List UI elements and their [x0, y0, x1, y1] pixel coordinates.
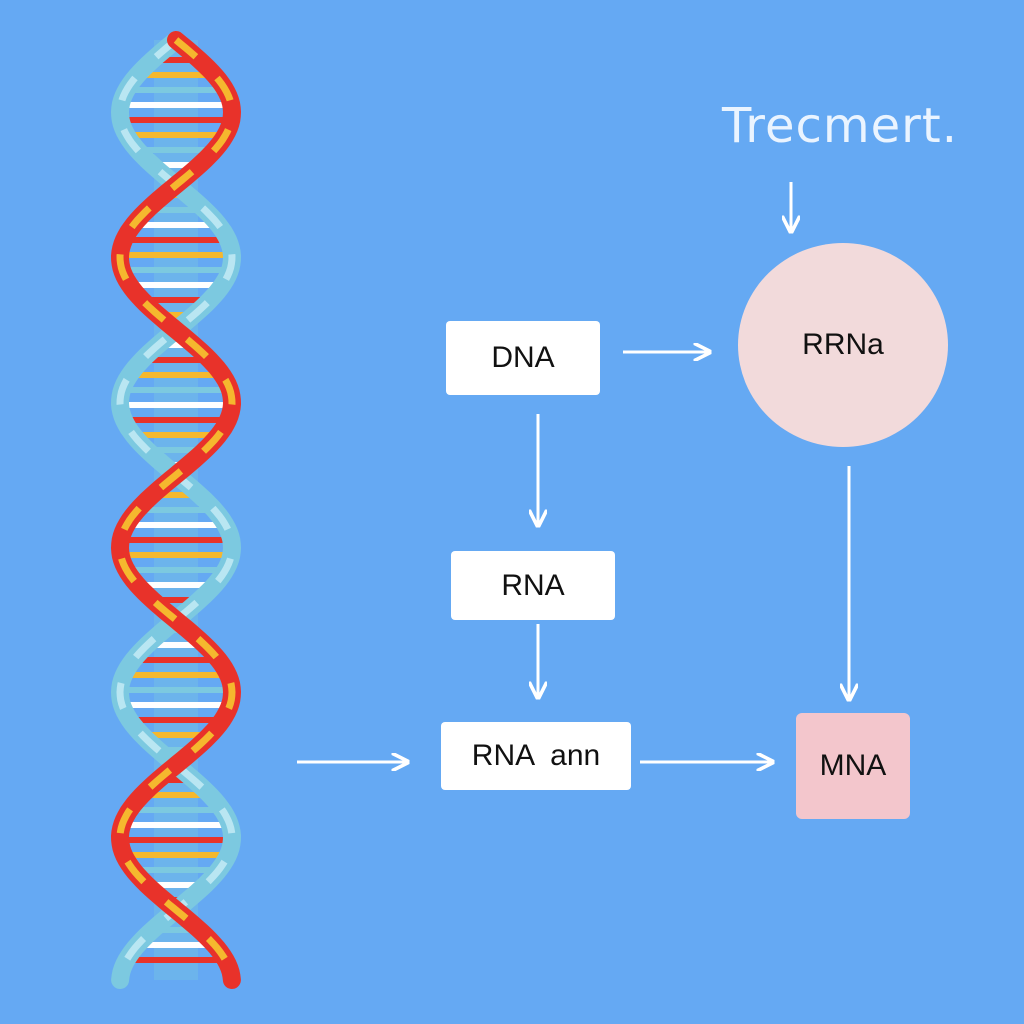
dna-helix-icon [110, 31, 242, 989]
node-mna: MNA [796, 713, 910, 819]
node-rrna: RRNa [738, 243, 948, 447]
node-rna-ann: RNA ann [441, 722, 631, 790]
helix-strand-front-highlight [116, 37, 236, 981]
diagram-title: Trecmert. [722, 98, 958, 154]
node-rna: RNA [451, 551, 615, 620]
node-dna: DNA [446, 321, 600, 395]
helix-strand-back-highlight [116, 37, 236, 981]
